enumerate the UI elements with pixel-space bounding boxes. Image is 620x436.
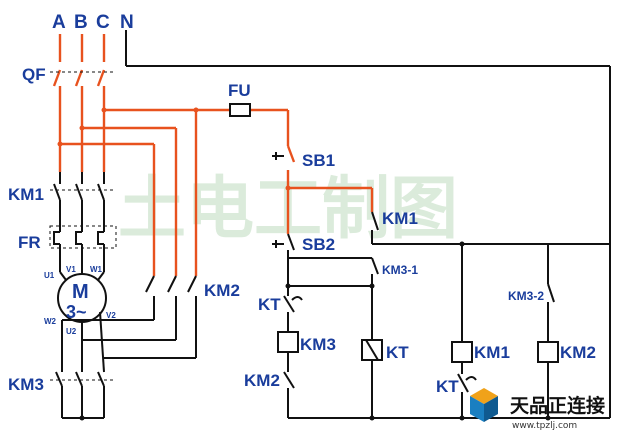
v2-label: V2 bbox=[106, 311, 116, 320]
km3-coil-label: KM3 bbox=[300, 335, 336, 354]
u1-label: U1 bbox=[44, 271, 55, 280]
km3-1-label: KM3-1 bbox=[382, 263, 418, 277]
kt-nc2-label: KT bbox=[436, 377, 459, 396]
km3-main-label: KM3 bbox=[8, 375, 44, 394]
v1-label: V1 bbox=[66, 265, 76, 274]
symbol-decorations bbox=[49, 71, 551, 421]
kt-coil-label: KT bbox=[386, 343, 409, 362]
kt-timer-arc bbox=[291, 296, 303, 301]
qf-label: QF bbox=[22, 65, 46, 84]
kt-nc-label: KT bbox=[258, 295, 281, 314]
w1-label: W1 bbox=[90, 265, 103, 274]
km1-main-label: KM1 bbox=[8, 185, 44, 204]
w2-label: W2 bbox=[44, 317, 57, 326]
phase-b-label: B bbox=[74, 12, 88, 33]
logo-title: 天品正连接 bbox=[510, 394, 605, 417]
sb2-label: SB2 bbox=[302, 235, 335, 254]
phase-a-label: A bbox=[52, 12, 66, 33]
logo-cube-left bbox=[470, 396, 484, 422]
site-logo: 天品正连接 www.tpzlj.com bbox=[470, 388, 605, 431]
fuse-symbol bbox=[229, 103, 251, 117]
km3-2-label: KM3-2 bbox=[508, 289, 544, 303]
phase-n-label: N bbox=[120, 12, 134, 33]
phase-c-label: C bbox=[96, 12, 110, 33]
black-wiring bbox=[53, 30, 611, 419]
fr-label: FR bbox=[18, 233, 41, 252]
fr-dashed-box bbox=[49, 225, 117, 249]
km1-coil-label: KM1 bbox=[474, 343, 510, 362]
kt2-timer-arc bbox=[465, 376, 477, 381]
motor-m-label: M bbox=[72, 281, 89, 303]
motor-3-label: 3~ bbox=[66, 302, 87, 322]
logo-url: www.tpzlj.com bbox=[512, 421, 577, 431]
orange-wiring bbox=[52, 34, 374, 276]
sb2-button-head bbox=[272, 240, 284, 248]
km1-aux-label: KM1 bbox=[382, 209, 418, 228]
fu-label: FU bbox=[228, 81, 251, 100]
logo-cube-right bbox=[484, 396, 498, 422]
km2-main-label: KM2 bbox=[204, 281, 240, 300]
km2-coil-label: KM2 bbox=[560, 343, 596, 362]
u2-label: U2 bbox=[66, 327, 77, 336]
km2-nc-label: KM2 bbox=[244, 371, 280, 390]
sb1-button-head bbox=[272, 152, 284, 160]
sb1-label: SB1 bbox=[302, 151, 335, 170]
